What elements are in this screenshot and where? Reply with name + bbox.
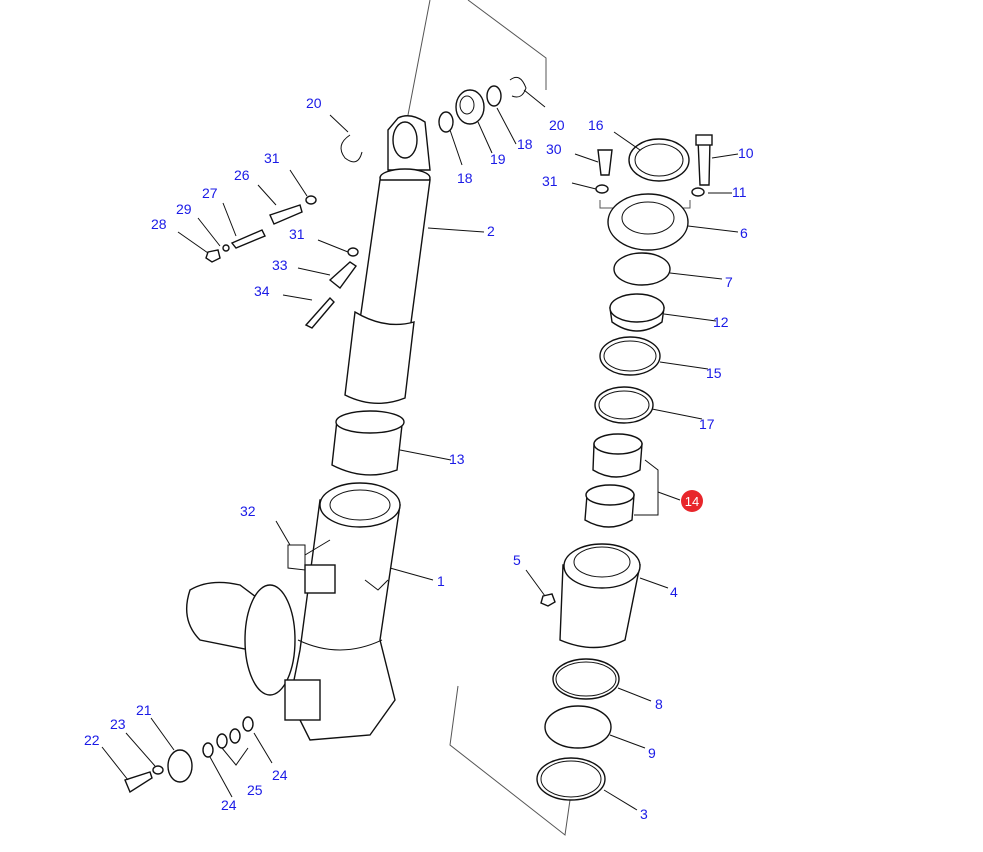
- callout-25[interactable]: 25: [247, 782, 263, 798]
- callout-1[interactable]: 1: [437, 573, 445, 589]
- part-body-1[interactable]: [186, 482, 401, 741]
- callout-24-left[interactable]: 24: [221, 797, 237, 813]
- group-frame-top: [407, 0, 547, 116]
- callout-32[interactable]: 32: [240, 503, 256, 519]
- callout-30[interactable]: 30: [546, 141, 562, 157]
- callout-5[interactable]: 5: [513, 552, 521, 568]
- part-flange-16[interactable]: [628, 138, 690, 182]
- part-seal-17[interactable]: [594, 386, 654, 424]
- part-flange-21[interactable]: [167, 749, 193, 783]
- callout-8[interactable]: 8: [655, 696, 663, 712]
- part-bolt-10[interactable]: [695, 134, 713, 186]
- callout-18-left[interactable]: 18: [457, 170, 473, 186]
- part-cylinder-2[interactable]: [344, 115, 431, 404]
- part-housing-4[interactable]: [559, 543, 641, 649]
- part-cover-6[interactable]: [607, 193, 689, 251]
- callout-18-right[interactable]: 18: [517, 136, 533, 152]
- callout-17[interactable]: 17: [699, 416, 715, 432]
- part-washer-31-right[interactable]: [595, 184, 609, 194]
- callout-7[interactable]: 7: [725, 274, 733, 290]
- callout-19[interactable]: 19: [490, 151, 506, 167]
- callout-11[interactable]: 11: [732, 184, 747, 200]
- callout-4[interactable]: 4: [670, 584, 678, 600]
- callout-33[interactable]: 33: [272, 257, 288, 273]
- callout-31-upper[interactable]: 31: [264, 150, 280, 166]
- callout-6[interactable]: 6: [740, 225, 748, 241]
- callout-10[interactable]: 10: [738, 145, 754, 161]
- leader-lines: [101, 89, 739, 811]
- part-fittings-left[interactable]: [205, 195, 359, 329]
- callout-29[interactable]: 29: [176, 201, 192, 217]
- bracket-25: [221, 747, 249, 766]
- callout-13[interactable]: 13: [449, 451, 465, 467]
- callout-12[interactable]: 12: [713, 314, 729, 330]
- callout-14-label: 14: [685, 494, 699, 509]
- callout-34[interactable]: 34: [254, 283, 270, 299]
- part-bolt-30[interactable]: [597, 149, 613, 176]
- part-sleeve-13[interactable]: [331, 410, 405, 476]
- part-ring-9[interactable]: [544, 705, 612, 749]
- callout-31-lower[interactable]: 31: [289, 226, 305, 242]
- callout-2[interactable]: 2: [487, 223, 495, 239]
- part-snapring-20-left[interactable]: [340, 134, 363, 163]
- callout-27[interactable]: 27: [202, 185, 218, 201]
- part-seal-15[interactable]: [599, 336, 661, 376]
- callout-9[interactable]: 9: [648, 745, 656, 761]
- part-ring-8[interactable]: [552, 658, 620, 700]
- group-frame-right: [449, 685, 571, 836]
- callout-3[interactable]: 3: [640, 806, 648, 822]
- callout-28[interactable]: 28: [151, 216, 167, 232]
- part-orings-24-25[interactable]: [202, 716, 254, 758]
- callout-14-highlighted[interactable]: 14: [681, 490, 703, 512]
- part-ring-18[interactable]: [438, 85, 502, 133]
- callout-24-right[interactable]: 24: [272, 767, 288, 783]
- callout-26[interactable]: 26: [234, 167, 250, 183]
- callout-20-right[interactable]: 20: [549, 117, 565, 133]
- part-washer-23[interactable]: [152, 765, 164, 775]
- part-nut-5[interactable]: [540, 593, 556, 607]
- part-bushing-14b[interactable]: [584, 484, 635, 528]
- callout-20-left[interactable]: 20: [306, 95, 322, 111]
- callout-22[interactable]: 22: [84, 732, 100, 748]
- part-snapring-20-right[interactable]: [509, 76, 527, 98]
- part-washer-11[interactable]: [691, 187, 705, 197]
- callout-15[interactable]: 15: [706, 365, 722, 381]
- callout-23[interactable]: 23: [110, 716, 126, 732]
- part-bushing-14a[interactable]: [592, 433, 643, 478]
- part-bolt-22[interactable]: [124, 771, 153, 794]
- callout-16[interactable]: 16: [588, 117, 604, 133]
- callout-21[interactable]: 21: [136, 702, 152, 718]
- part-ring-12[interactable]: [609, 293, 665, 332]
- part-ring-3[interactable]: [536, 757, 606, 801]
- part-ring-7[interactable]: [613, 252, 671, 286]
- part-bearing-19[interactable]: [455, 89, 485, 125]
- callout-31-right[interactable]: 31: [542, 173, 558, 189]
